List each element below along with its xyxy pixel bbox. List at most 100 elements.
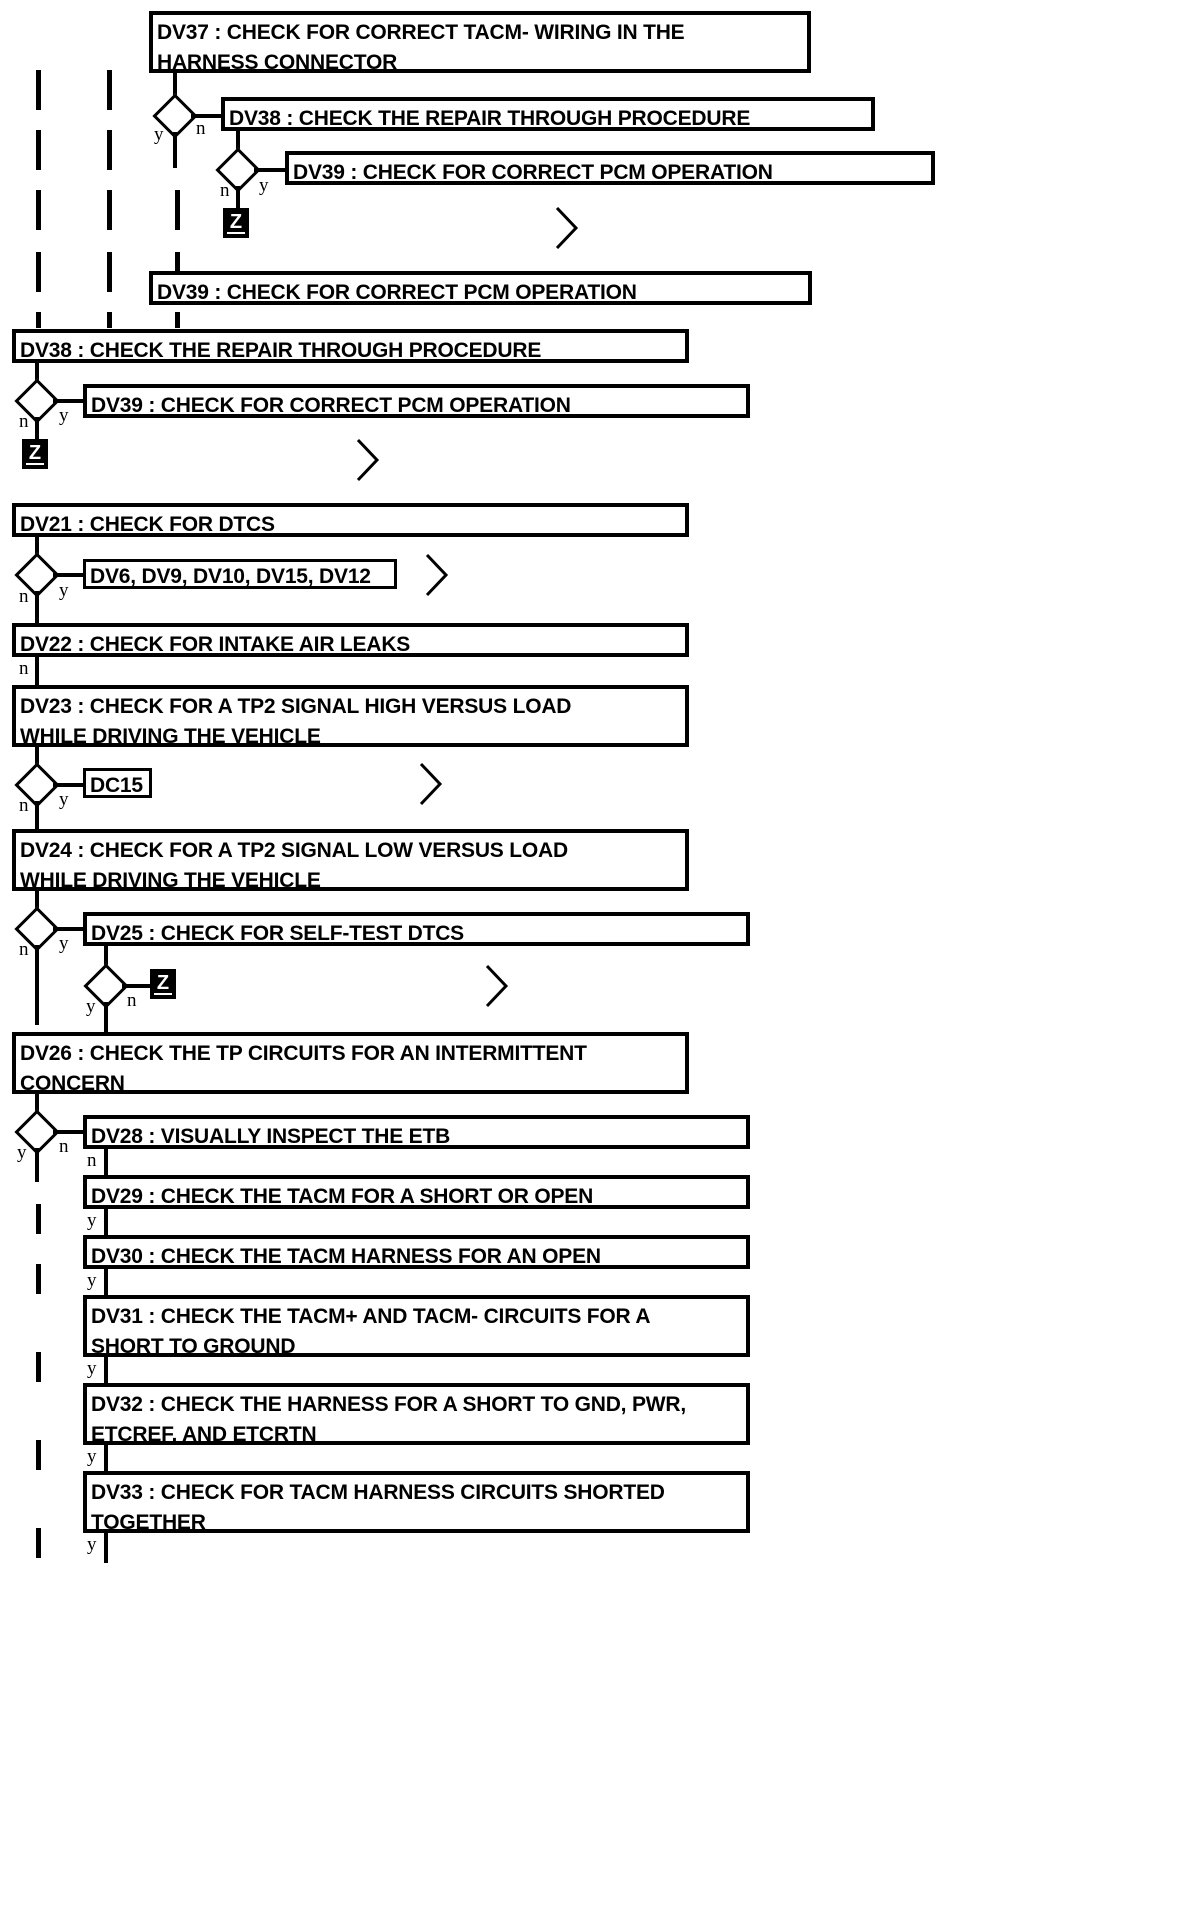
- connector-decision6-y-right: [53, 927, 85, 931]
- dashed-rail-d-seg2: [36, 1264, 41, 1294]
- branch-label-n-1: n: [196, 118, 206, 139]
- process-box-dv29[interactable]: DV29 : CHECK THE TACM FOR A SHORT OR OPE…: [83, 1175, 750, 1209]
- offpage-connector-2: [355, 437, 381, 483]
- process-box-dv32[interactable]: DV32 : CHECK THE HARNESS FOR A SHORT TO …: [83, 1383, 750, 1445]
- connector-decision8-n-right: [53, 1130, 85, 1134]
- process-box-dv31[interactable]: DV31 : CHECK THE TACM+ AND TACM- CIRCUIT…: [83, 1295, 750, 1357]
- connector-dv30-down: [104, 1269, 108, 1295]
- offpage-connector-5: [484, 963, 510, 1009]
- connector-dv29-down: [104, 1209, 108, 1235]
- process-box-dv39-c[interactable]: DV39 : CHECK FOR CORRECT PCM OPERATION: [83, 384, 750, 418]
- terminator-z-2[interactable]: Z: [22, 439, 48, 469]
- connector-decision3-n-down: [35, 417, 39, 439]
- connector-decision7-y-down: [104, 1002, 108, 1032]
- branch-label-y-1: y: [154, 124, 164, 145]
- connector-decision8-y-down: [35, 1148, 39, 1182]
- offpage-connector-3: [424, 552, 450, 598]
- connector-dv38a-to-decision2: [236, 131, 240, 154]
- branch-label-y-3: y: [59, 405, 69, 426]
- connector-dv25-to-decision7: [104, 946, 108, 970]
- process-box-dv21[interactable]: DV21 : CHECK FOR DTCS: [12, 503, 689, 537]
- connector-dv32-down: [104, 1445, 108, 1471]
- connector-dv37-to-decision1: [173, 73, 177, 100]
- dashed-rail-b-seg5: [107, 312, 112, 328]
- branch-label-n-7: n: [19, 939, 29, 960]
- process-box-dv39-a[interactable]: DV39 : CHECK FOR CORRECT PCM OPERATION: [285, 151, 935, 185]
- terminator-z-2-label: Z: [26, 443, 44, 463]
- reference-box-dv-list[interactable]: DV6, DV9, DV10, DV15, DV12: [83, 559, 397, 589]
- dashed-rail-b-seg2: [107, 130, 112, 170]
- connector-dv38b-to-decision3: [35, 363, 39, 385]
- dashed-rail-b-seg1: [107, 70, 112, 110]
- branch-label-y-9: y: [17, 1142, 27, 1163]
- process-box-dv38-b[interactable]: DV38 : CHECK THE REPAIR THROUGH PROCEDUR…: [12, 329, 689, 363]
- branch-label-y-6: y: [59, 789, 69, 810]
- connector-decision4-y-right: [53, 573, 85, 577]
- connector-dv24-to-decision6: [35, 891, 39, 913]
- process-box-dv26[interactable]: DV26 : CHECK THE TP CIRCUITS FOR AN INTE…: [12, 1032, 689, 1094]
- offpage-connector-4: [418, 761, 444, 807]
- connector-decision5-y-right: [53, 783, 85, 787]
- dashed-rail-a-seg5: [36, 312, 41, 328]
- branch-label-y-11: y: [87, 1270, 97, 1291]
- branch-label-y-14: y: [87, 1534, 97, 1555]
- dashed-rail-a-seg1: [36, 70, 41, 110]
- process-box-dv37[interactable]: DV37 : CHECK FOR CORRECT TACM- WIRING IN…: [149, 11, 811, 73]
- process-box-dv22[interactable]: DV22 : CHECK FOR INTAKE AIR LEAKS: [12, 623, 689, 657]
- branch-label-y-8: y: [86, 996, 96, 1017]
- connector-dv26-to-decision8: [35, 1094, 39, 1116]
- terminator-z-1-label: Z: [227, 212, 245, 232]
- branch-label-y-10: y: [87, 1210, 97, 1231]
- connector-dv23-to-decision5: [35, 747, 39, 769]
- branch-label-y-4: y: [59, 580, 69, 601]
- dashed-rail-a-seg2: [36, 130, 41, 170]
- connector-dv28-down: [104, 1149, 108, 1175]
- branch-label-n-9: n: [59, 1136, 69, 1157]
- dashed-rail-a-seg4: [36, 252, 41, 292]
- connector-decision2-y-right: [254, 168, 287, 172]
- connector-dv33-down: [104, 1533, 108, 1563]
- dashed-rail-c-seg1: [175, 190, 180, 230]
- branch-label-y-2: y: [259, 175, 269, 196]
- branch-label-y-7: y: [59, 933, 69, 954]
- terminator-z-1[interactable]: Z: [223, 208, 249, 238]
- reference-box-dc15[interactable]: DC15: [83, 768, 152, 798]
- connector-dv21-to-decision4: [35, 537, 39, 559]
- process-box-dv25[interactable]: DV25 : CHECK FOR SELF-TEST DTCS: [83, 912, 750, 946]
- process-box-dv28[interactable]: DV28 : VISUALLY INSPECT THE ETB: [83, 1115, 750, 1149]
- branch-label-n-6: n: [19, 795, 29, 816]
- process-box-dv23[interactable]: DV23 : CHECK FOR A TP2 SIGNAL HIGH VERSU…: [12, 685, 689, 747]
- branch-label-y-13: y: [87, 1446, 97, 1467]
- terminator-z-3[interactable]: Z: [150, 969, 176, 999]
- branch-label-n-2: n: [220, 180, 230, 201]
- process-box-dv33[interactable]: DV33 : CHECK FOR TACM HARNESS CIRCUITS S…: [83, 1471, 750, 1533]
- dashed-rail-d-seg5: [36, 1528, 41, 1558]
- connector-decision5-n-down: [35, 801, 39, 829]
- branch-label-y-12: y: [87, 1358, 97, 1379]
- dashed-rail-d-seg1: [36, 1204, 41, 1234]
- connector-decision2-n-down: [236, 186, 240, 208]
- process-box-dv38-a[interactable]: DV38 : CHECK THE REPAIR THROUGH PROCEDUR…: [221, 97, 875, 131]
- connector-decision1-y-down: [173, 132, 177, 168]
- dashed-rail-b-seg4: [107, 252, 112, 292]
- connector-dv31-down: [104, 1357, 108, 1383]
- branch-label-n-8: n: [127, 990, 137, 1011]
- connector-decision3-y-right: [53, 399, 85, 403]
- dashed-rail-d-seg4: [36, 1440, 41, 1470]
- branch-label-n-3: n: [19, 411, 29, 432]
- connector-decision7-n-right: [122, 984, 150, 988]
- connector-decision4-n-down: [35, 591, 39, 623]
- process-box-dv24[interactable]: DV24 : CHECK FOR A TP2 SIGNAL LOW VERSUS…: [12, 829, 689, 891]
- branch-label-n-10: n: [87, 1150, 97, 1171]
- process-box-dv39-b[interactable]: DV39 : CHECK FOR CORRECT PCM OPERATION: [149, 271, 812, 305]
- connector-dv22-down: [35, 657, 39, 685]
- process-box-dv30[interactable]: DV30 : CHECK THE TACM HARNESS FOR AN OPE…: [83, 1235, 750, 1269]
- dashed-rail-a-seg3: [36, 190, 41, 230]
- connector-decision1-n-right: [191, 114, 223, 118]
- dashed-rail-c-seg3: [175, 312, 180, 328]
- offpage-connector-1: [554, 205, 580, 251]
- branch-label-n-4: n: [19, 586, 29, 607]
- branch-label-n-5: n: [19, 658, 29, 679]
- dashed-rail-b-seg3: [107, 190, 112, 230]
